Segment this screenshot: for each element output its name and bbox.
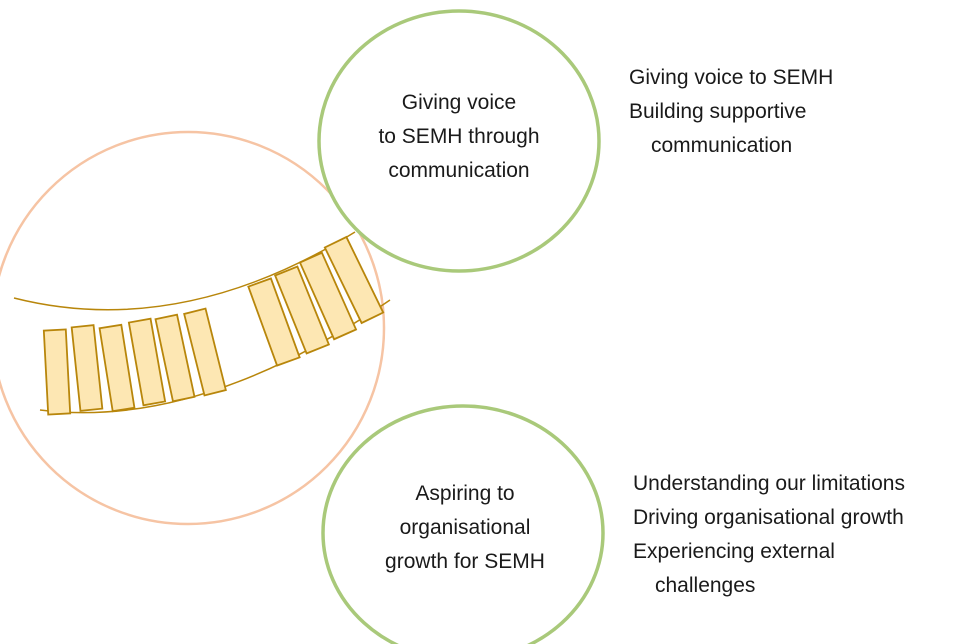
subtheme-item: Experiencing external challenges (633, 535, 905, 603)
bridge-plank (183, 307, 227, 397)
subtheme-text-continued: communication (651, 134, 793, 157)
bridge-planks-right (247, 235, 385, 367)
bridge-plank (127, 317, 167, 407)
bridge-icon (13, 231, 391, 416)
theme-title-communication: Giving voice to SEMH through communicati… (378, 91, 540, 182)
bridge-planks-left (42, 307, 227, 416)
subtheme-text: Driving organisational growth (633, 506, 904, 529)
subtheme-item: Understanding our limitations (633, 467, 905, 501)
subtheme-text: Experiencing external (633, 540, 835, 563)
bridge-plank (273, 265, 331, 355)
theme-circle-communication (317, 9, 601, 273)
bridge-plank (98, 323, 136, 413)
bridge-plank (42, 328, 72, 416)
bridge-plank (323, 235, 385, 325)
subtheme-text-continued: challenges (655, 574, 756, 597)
subtheme-text: Understanding our limitations (633, 472, 905, 495)
subtheme-item: Building supportive communication (629, 95, 833, 163)
subtheme-text: Building supportive (629, 100, 807, 123)
bridge-plank (70, 324, 104, 412)
bridge-plank (154, 313, 196, 403)
bridge-plank (298, 251, 358, 341)
bridge-plank (247, 277, 301, 367)
subtheme-list-growth: Understanding our limitations Driving or… (633, 467, 905, 603)
subtheme-item: Giving voice to SEMH (629, 61, 833, 95)
subtheme-text: Giving voice to SEMH (629, 66, 834, 89)
theme-circle-growth (321, 404, 605, 644)
subtheme-list-communication: Giving voice to SEMH Building supportive… (629, 61, 833, 163)
theme-title-growth: Aspiring to organisational growth for SE… (385, 482, 545, 573)
subtheme-item: Driving organisational growth (633, 501, 905, 535)
outer-circle (0, 130, 386, 526)
